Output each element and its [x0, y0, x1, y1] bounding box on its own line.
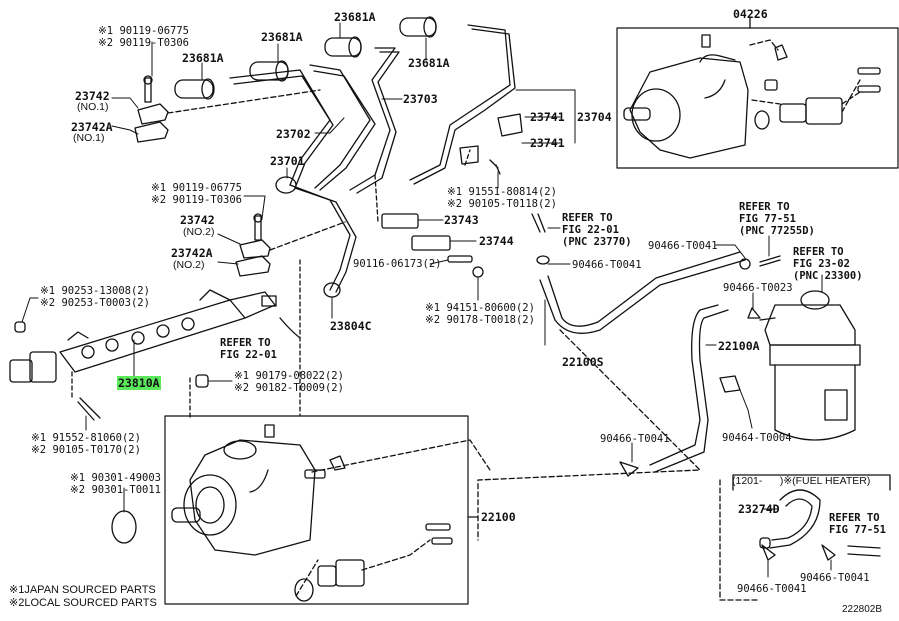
- callout-23741-b[interactable]: 23741: [530, 136, 565, 150]
- part-number[interactable]: ※1 90179-08022(2): [234, 370, 344, 382]
- callout-23743[interactable]: 23743: [444, 213, 479, 227]
- legend-japan-sourced: ※1JAPAN SOURCED PARTS: [9, 584, 156, 596]
- callout-04226[interactable]: 04226: [733, 7, 768, 21]
- sleeve-23681a-icon: [399, 16, 437, 38]
- callout-stud[interactable]: 90116-06173(2): [353, 258, 442, 270]
- callout-23702[interactable]: 23702: [276, 127, 311, 141]
- fuel-filter: [759, 290, 861, 441]
- figure-link[interactable]: FIG 23-02: [793, 258, 850, 270]
- part-number[interactable]: ※2 90178-T0018(2): [425, 314, 535, 326]
- callout-clip-filter-left[interactable]: 90466-T0041: [648, 240, 718, 252]
- callout-23742-no2-sub: (NO.2): [183, 226, 215, 238]
- part-number[interactable]: ※1 90253-13008(2): [40, 285, 150, 297]
- callout-23704[interactable]: 23704: [577, 110, 612, 124]
- part-number[interactable]: ※2 90182-T0009(2): [234, 382, 344, 394]
- part-number[interactable]: ※1 94151-80600(2): [425, 302, 535, 314]
- callout-23741-a[interactable]: 23741: [530, 110, 565, 124]
- callout-23681a-4[interactable]: 23681A: [408, 56, 450, 70]
- callout-23742a-no1[interactable]: 23742A: [71, 120, 113, 134]
- callout-bolt-rail: ※1 91552-81060(2)※2 90105-T0170(2): [31, 432, 141, 456]
- callout-clip-t0023[interactable]: 90466-T0023: [723, 282, 793, 294]
- part-number[interactable]: ※1 90301-49003: [70, 472, 161, 484]
- callout-bolt-clamp-no1: ※1 90119-06775※2 90119-T0306: [98, 25, 189, 49]
- pump-kit-box: [616, 17, 899, 169]
- callout-clip-heater-right[interactable]: 90466-T0041: [800, 572, 870, 584]
- figure-link[interactable]: FIG 77-51: [739, 213, 796, 225]
- part-number[interactable]: ※2 90253-T0003(2): [40, 297, 150, 309]
- callout-22100[interactable]: 22100: [481, 510, 516, 524]
- injection-pipes: [229, 24, 516, 298]
- callout-23742-no1-sub: (NO.1): [77, 101, 109, 113]
- part-number[interactable]: ※2 90301-T0011: [70, 484, 161, 496]
- callout-fuel-heater-header: (1201- )※(FUEL HEATER): [732, 475, 871, 487]
- part-number[interactable]: ※2 90105-T0170(2): [31, 444, 141, 456]
- sleeve-23681a-icon: [249, 60, 289, 82]
- figure-link[interactable]: FIG 22-01: [562, 224, 619, 236]
- sleeve-23681a-icon: [174, 78, 215, 100]
- part-number[interactable]: ※2 90119-T0306: [151, 194, 242, 206]
- callout-23681a-2[interactable]: 23681A: [261, 30, 303, 44]
- callout-22100s[interactable]: 22100S: [562, 355, 604, 369]
- pump-assy-box: [164, 415, 479, 605]
- callout-23701[interactable]: 23701: [270, 154, 305, 168]
- callout-clip-heater-left[interactable]: 90466-T0041: [737, 583, 807, 595]
- sleeves: [174, 16, 437, 100]
- callout-plug-rail: ※1 90253-13008(2)※2 90253-T0003(2): [40, 285, 150, 309]
- figure-link[interactable]: FIG 22-01: [220, 349, 277, 361]
- callout-clip-t0004[interactable]: 90464-T0004: [722, 432, 792, 444]
- callout-23742a-no2[interactable]: 23742A: [171, 246, 213, 260]
- callout-23810a-highlighted[interactable]: 23810A: [117, 376, 161, 390]
- callout-bolt-clamp-no2: ※1 90119-06775※2 90119-T0306: [151, 182, 242, 206]
- callout-bolt-mid: ※1 91551-80814(2)※2 90105-T0118(2): [447, 186, 557, 210]
- callout-23681a-3[interactable]: 23681A: [334, 10, 376, 24]
- callout-23742-no1[interactable]: 23742: [75, 89, 110, 103]
- callout-23681a-1[interactable]: 23681A: [182, 51, 224, 65]
- fuel-hoses: [477, 213, 781, 541]
- sleeve-23681a-icon: [324, 36, 362, 58]
- common-rail: [9, 259, 301, 544]
- callout-23804c[interactable]: 23804C: [330, 319, 372, 333]
- figure-link[interactable]: FIG 77-51: [829, 524, 886, 536]
- part-number[interactable]: ※2 90119-T0306: [98, 37, 189, 49]
- callout-oring: ※1 90301-49003※2 90301-T0011: [70, 472, 161, 496]
- part-number[interactable]: ※1 91551-80814(2): [447, 186, 557, 198]
- callout-23703[interactable]: 23703: [403, 92, 438, 106]
- callout-23274d[interactable]: 23274D: [738, 502, 780, 516]
- part-number[interactable]: ※1 90119-06775: [151, 182, 242, 194]
- callout-nut-mid: ※1 94151-80600(2)※2 90178-T0018(2): [425, 302, 535, 326]
- callout-clip-lower[interactable]: 90466-T0041: [600, 433, 670, 445]
- part-number[interactable]: ※1 91552-81060(2): [31, 432, 141, 444]
- callout-22100a[interactable]: 22100A: [718, 339, 760, 353]
- leader-lines: [21, 22, 832, 578]
- part-number[interactable]: ※1 90119-06775: [98, 25, 189, 37]
- part-number[interactable]: ※2 90105-T0118(2): [447, 198, 557, 210]
- fuel-heater-box: [719, 474, 891, 601]
- callout-23742a-no2-sub: (NO.2): [173, 259, 205, 271]
- pump-kit-drawing: [623, 34, 881, 159]
- clamps: [134, 75, 523, 278]
- callout-23742-no2[interactable]: 23742: [180, 213, 215, 227]
- legend-local-sourced: ※2LOCAL SOURCED PARTS: [9, 597, 157, 609]
- callout-clip-top[interactable]: 90466-T0041: [572, 259, 642, 271]
- callout-nut-rail: ※1 90179-08022(2)※2 90182-T0009(2): [234, 370, 344, 394]
- figure-id: 222802B: [842, 604, 883, 615]
- callout-23744[interactable]: 23744: [479, 234, 514, 248]
- pump-assy-drawing: [171, 424, 491, 602]
- callout-23742a-no1-sub: (NO.1): [73, 132, 105, 144]
